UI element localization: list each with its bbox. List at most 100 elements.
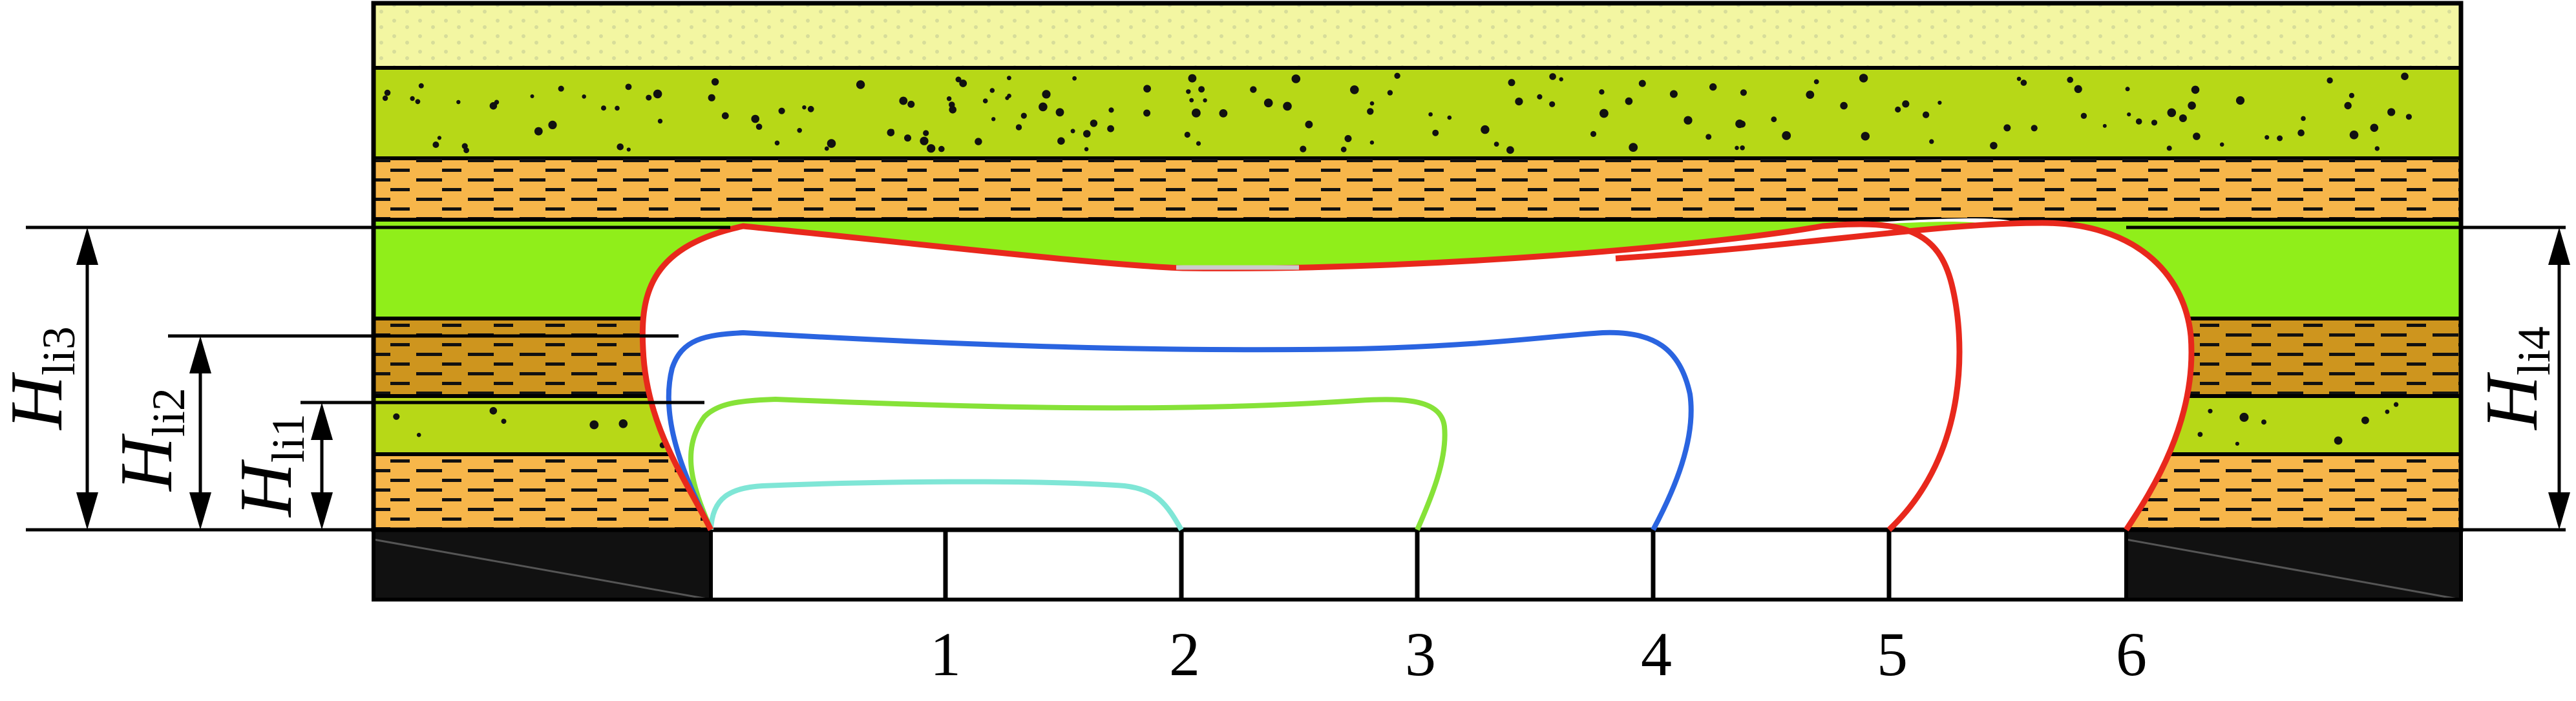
pebble-dot	[2374, 146, 2380, 151]
dim-label-h4-sub: li4	[2508, 326, 2560, 375]
pebble-dot	[657, 118, 663, 124]
pebble-dot	[1186, 89, 1191, 94]
pebble-dot	[1481, 125, 1490, 134]
dimension-arrows-left	[76, 227, 333, 530]
segment-label-3: 3	[1405, 620, 1436, 689]
segment-label-6: 6	[2116, 620, 2147, 689]
pebble-dot	[1188, 74, 1197, 83]
dim-label-h1-main: H	[225, 459, 308, 518]
working-face-row	[372, 528, 2463, 602]
pebble-dot	[415, 99, 421, 105]
segment-label-5: 5	[1877, 620, 1908, 689]
pebble-dot	[991, 117, 996, 121]
pebble-dot	[1684, 116, 1693, 125]
pebble-dot	[437, 136, 442, 140]
pebble-dot	[1090, 120, 1098, 127]
pebble-dot	[626, 147, 631, 152]
pebble-dot	[1184, 131, 1190, 138]
pebble-dot	[2349, 131, 2359, 140]
pebble-dot	[1367, 108, 1374, 115]
topsoil-dots	[374, 3, 2461, 68]
pebble-dot	[1263, 98, 1273, 108]
pebble-dot	[418, 83, 424, 89]
pebble-dot	[1813, 79, 1819, 85]
pebble-dot	[824, 146, 829, 151]
pebble-dot	[797, 128, 802, 133]
pebble-dot	[2191, 85, 2200, 94]
pebble-dot	[2344, 101, 2352, 110]
pebble-dot	[1895, 106, 1901, 113]
pebble-dot	[432, 141, 439, 148]
pebble-dot	[1432, 129, 1439, 136]
pebble-dot	[410, 96, 415, 101]
pebble-dot	[1922, 111, 1930, 118]
pebble-dot	[530, 94, 534, 98]
dim-label-h1: Hli1	[225, 413, 314, 518]
pebble-dot	[646, 94, 652, 101]
pebble-dot	[1107, 125, 1114, 132]
pebble-dot	[615, 105, 620, 111]
pebble-dot	[1219, 109, 1228, 118]
dim-label-h4-main: H	[2471, 372, 2553, 431]
pebble-dot	[1705, 134, 1712, 140]
pebble-dot	[923, 130, 929, 136]
pebble-dot	[1007, 94, 1011, 98]
pebble-marks-upper	[382, 72, 2412, 154]
pebble-dot	[1369, 101, 1375, 106]
dim-label-h3-sub: li3	[33, 326, 85, 375]
pebble-dot	[2349, 92, 2354, 98]
pillar-diagonal-right	[2126, 538, 2462, 601]
pebble-dot	[2074, 85, 2082, 93]
pebble-dot	[1929, 139, 1934, 144]
pebble-dot	[1590, 131, 1597, 137]
pebble-dot	[558, 85, 564, 92]
pebble-dot	[1537, 94, 1543, 99]
pebble-dot	[1840, 101, 1848, 110]
pebble-dot	[1709, 83, 1717, 91]
pebble-dot	[774, 140, 780, 146]
pebble-dot	[1055, 108, 1064, 117]
pebble-dot	[2067, 76, 2073, 83]
dimension-arrows-right	[2548, 227, 2570, 530]
segment-label-2: 2	[1169, 620, 1200, 689]
pebble-dot	[2167, 108, 2177, 118]
pebble-dot	[927, 144, 936, 153]
pebble-dot	[778, 107, 785, 114]
dim-label-h3-main: H	[0, 372, 78, 431]
dim-label-h2: Hli2	[105, 388, 195, 492]
pebble-dot	[802, 105, 807, 110]
pebble-dot	[751, 114, 759, 123]
caving-curve-3	[666, 330, 1694, 531]
pebble-dot	[1007, 76, 1011, 81]
pebble-dot	[416, 432, 421, 437]
pebble-dot	[461, 143, 468, 149]
pebble-dot	[2387, 108, 2396, 116]
pebble-dot	[1629, 143, 1638, 152]
pebble-dot	[1192, 109, 1201, 118]
pebble-dot	[887, 129, 895, 136]
pebble-dot	[1990, 141, 1998, 150]
pebble-dot	[955, 76, 962, 83]
pebble-dot	[827, 139, 836, 148]
pebble-dot	[2235, 441, 2239, 446]
pebble-dot	[899, 96, 908, 105]
pebble-dot	[1198, 86, 1205, 93]
segment-label-1: 1	[930, 620, 961, 689]
pebble-dot	[1042, 90, 1051, 99]
pebble-dot	[1669, 90, 1678, 98]
caving-curve-2	[688, 396, 1448, 531]
pebble-dot	[920, 136, 929, 145]
pebble-dot	[1070, 129, 1075, 134]
pebble-dot	[2239, 412, 2249, 422]
pebble-dot	[949, 106, 956, 114]
pebble-dot	[1305, 120, 1313, 129]
pebble-dot	[1735, 120, 1744, 129]
dim-label-h4: Hli4	[2471, 326, 2560, 431]
pebble-dot	[1506, 146, 1514, 154]
pebble-dot	[2208, 408, 2213, 413]
pebble-dot	[2179, 114, 2187, 122]
pebble-dot	[907, 100, 915, 108]
dimension-lines-right	[2126, 225, 2566, 532]
pebble-dot	[2080, 112, 2087, 119]
